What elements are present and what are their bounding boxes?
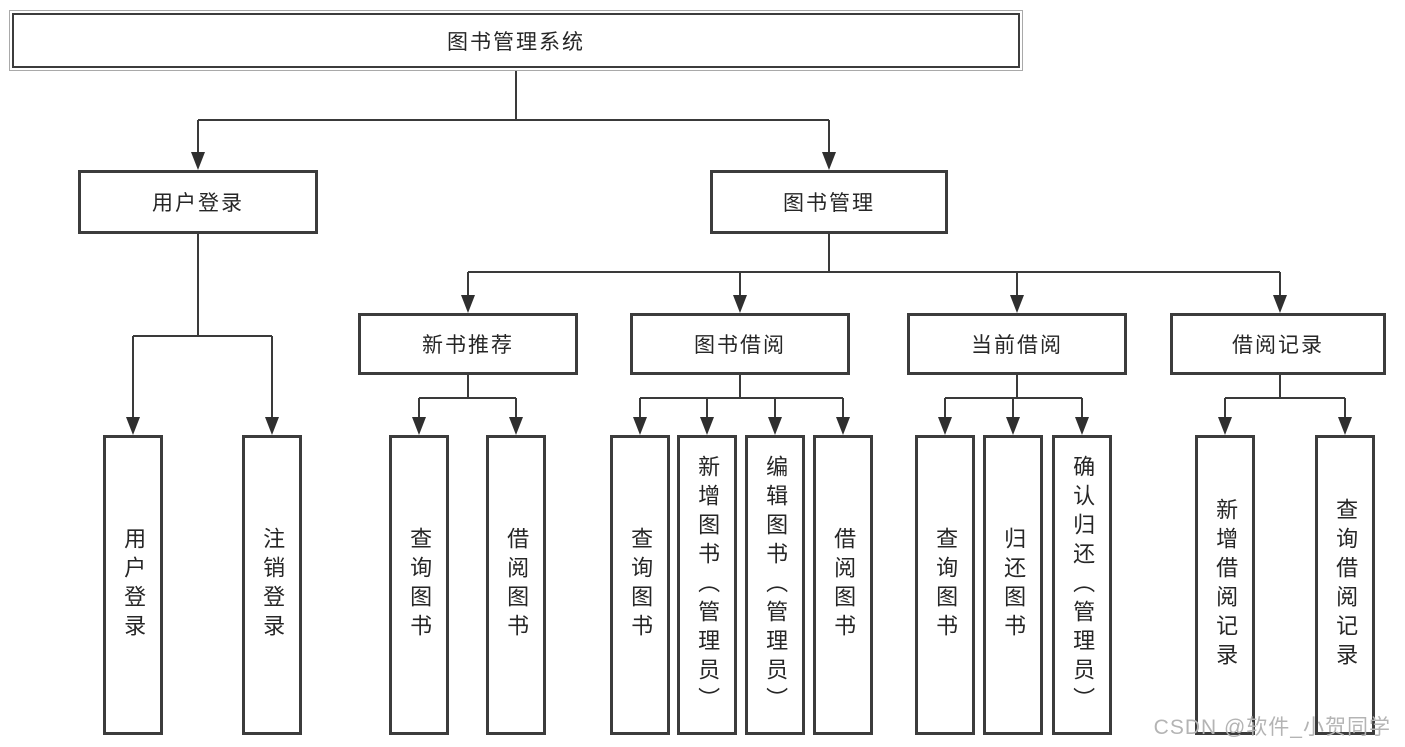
leaf-label: 借阅图书 <box>504 527 530 643</box>
leaf-label: 用户登录 <box>121 527 147 643</box>
leaf-label: 注销登录 <box>260 527 286 643</box>
csdn-watermark: CSDN @软件_小贺同学 <box>1153 716 1391 739</box>
leaf-label: 归还图书 <box>1001 527 1027 643</box>
node-user-login: 用户登录 <box>78 170 318 234</box>
node-label: 新书推荐 <box>422 334 514 357</box>
node-book-management: 图书管理 <box>710 170 948 234</box>
leaf-add-book-admin: 新增图书（管理员） <box>677 435 737 735</box>
node-label: 图书借阅 <box>694 334 786 357</box>
leaf-query-books-recommend: 查询图书 <box>389 435 449 735</box>
leaf-confirm-return-admin: 确认归还（管理员） <box>1052 435 1112 735</box>
leaf-logout: 注销登录 <box>242 435 302 735</box>
leaf-add-borrow-record: 新增借阅记录 <box>1195 435 1255 735</box>
node-current-borrow: 当前借阅 <box>907 313 1127 375</box>
leaf-borrow-books-recommend: 借阅图书 <box>486 435 546 735</box>
node-label: 图书管理系统 <box>447 30 585 54</box>
node-borrow-records: 借阅记录 <box>1170 313 1386 375</box>
leaf-borrow-books: 借阅图书 <box>813 435 873 735</box>
leaf-label: 确认归还（管理员） <box>1070 454 1096 716</box>
leaf-user-login: 用户登录 <box>103 435 163 735</box>
leaf-edit-book-admin: 编辑图书（管理员） <box>745 435 805 735</box>
leaf-label: 查询图书 <box>933 527 959 643</box>
node-label: 当前借阅 <box>971 334 1063 357</box>
node-library-management-system: 图书管理系统 <box>12 13 1020 68</box>
node-label: 用户登录 <box>152 192 244 215</box>
node-book-borrow: 图书借阅 <box>630 313 850 375</box>
node-label: 借阅记录 <box>1232 334 1324 357</box>
leaf-label: 编辑图书（管理员） <box>763 454 789 716</box>
leaf-label: 借阅图书 <box>831 527 857 643</box>
leaf-query-borrow-record: 查询借阅记录 <box>1315 435 1375 735</box>
leaf-label: 查询图书 <box>407 527 433 643</box>
leaf-label: 新增借阅记录 <box>1213 498 1239 672</box>
leaf-return-book: 归还图书 <box>983 435 1043 735</box>
leaf-label: 新增图书（管理员） <box>695 454 721 716</box>
leaf-query-books-borrow: 查询图书 <box>610 435 670 735</box>
leaf-query-books-current: 查询图书 <box>915 435 975 735</box>
node-label: 图书管理 <box>783 192 875 215</box>
leaf-label: 查询图书 <box>628 527 654 643</box>
leaf-label: 查询借阅记录 <box>1333 498 1359 672</box>
node-new-book-recommend: 新书推荐 <box>358 313 578 375</box>
